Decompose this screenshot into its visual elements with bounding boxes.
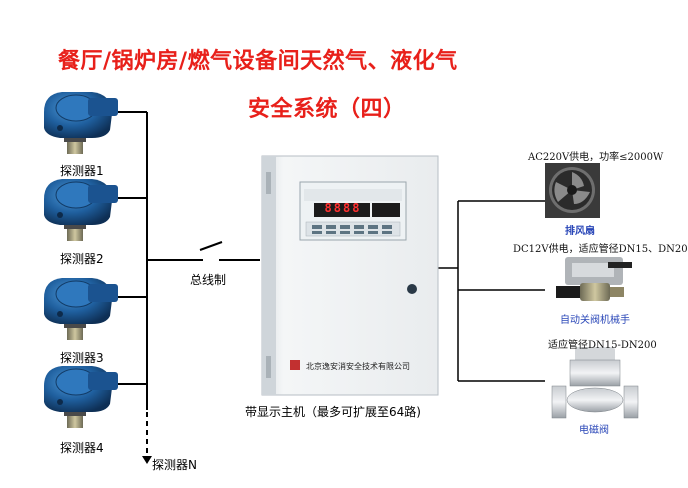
detector-label-2: 探测器2 — [60, 252, 104, 266]
host-caption: 带显示主机（最多可扩展至64路) — [245, 405, 421, 419]
detector-label-1: 探测器1 — [60, 164, 104, 178]
detector-graphic-1 — [44, 92, 118, 154]
detector-graphic-2 — [44, 179, 118, 241]
detector-label-4: 探测器4 — [60, 441, 104, 455]
host-company-name: 北京逸安消安全技术有限公司 — [306, 362, 410, 371]
solenoid-valve-graphic — [551, 347, 639, 419]
host-controller-graphic — [261, 155, 439, 396]
fan-spec: AC220V供电，功率≤2000W — [528, 152, 664, 163]
detector-graphic-4 — [44, 366, 118, 428]
output-wiring — [438, 200, 545, 382]
solenoid-valve-name: 电磁阀 — [579, 425, 609, 436]
exhaust-fan-graphic — [545, 163, 600, 218]
system-diagram: 餐厅/锅炉房/燃气设备间天然气、液化气 安全系统（四） 探测器1 探测器2 探测… — [44, 49, 688, 472]
bus-type-label: 总线制 — [190, 273, 227, 287]
fan-name: 排风扇 — [565, 226, 595, 237]
valve-manipulator-spec: DC12V供电，适应管径DN15、DN20 — [513, 244, 688, 255]
detector-label-3: 探测器3 — [60, 351, 104, 365]
host-lcd-digits: 8888 — [324, 201, 362, 215]
detector-label-n: 探测器N — [152, 458, 197, 472]
detector-graphic-3 — [44, 278, 118, 340]
bus-wiring — [114, 111, 260, 410]
valve-manipulator-graphic — [556, 257, 632, 301]
title-line-1: 餐厅/锅炉房/燃气设备间天然气、液化气 — [58, 49, 458, 74]
valve-manipulator-name: 自动关阀机械手 — [560, 315, 630, 326]
diagram-graphics — [44, 92, 639, 464]
title-line-2: 安全系统（四） — [248, 97, 406, 122]
solenoid-valve-spec: 适应管径DN15-DN200 — [548, 340, 657, 351]
